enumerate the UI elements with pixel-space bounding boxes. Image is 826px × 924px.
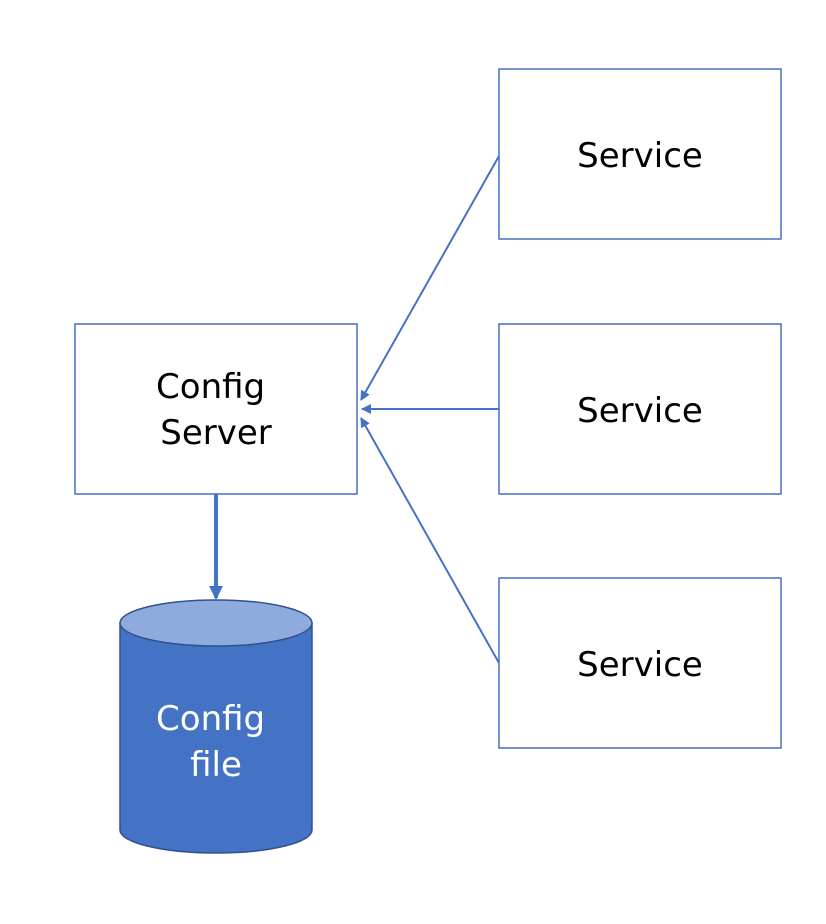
service-box-3 [498, 577, 782, 749]
config-server-box [74, 323, 358, 495]
service-node-1[interactable]: Service [498, 68, 782, 240]
database-cylinder-icon [119, 622, 313, 854]
service-node-3[interactable]: Service [498, 577, 782, 749]
config-file-label-line-2: file [190, 745, 242, 785]
service-box-2 [498, 323, 782, 495]
database-cylinder-top [119, 599, 313, 647]
service-label-1: Service [577, 136, 703, 176]
config-file-node[interactable]: Config file [119, 599, 313, 854]
service-label-3: Service [577, 645, 703, 685]
service-node-2[interactable]: Service [498, 323, 782, 495]
service-label-2: Service [577, 391, 703, 431]
config-server-node[interactable]: Config Server [74, 323, 358, 495]
service-box-1 [498, 68, 782, 240]
edge-service-3-to-config-server [360, 417, 500, 664]
config-server-label-line-1: Config [156, 367, 265, 407]
config-server-label-line-2: Server [160, 413, 272, 453]
config-file-label: Config file [156, 699, 276, 785]
config-file-label-line-1: Config [156, 699, 265, 739]
edge-service-1-to-config-server [360, 155, 500, 401]
config-server-label: Config Server [156, 367, 276, 453]
